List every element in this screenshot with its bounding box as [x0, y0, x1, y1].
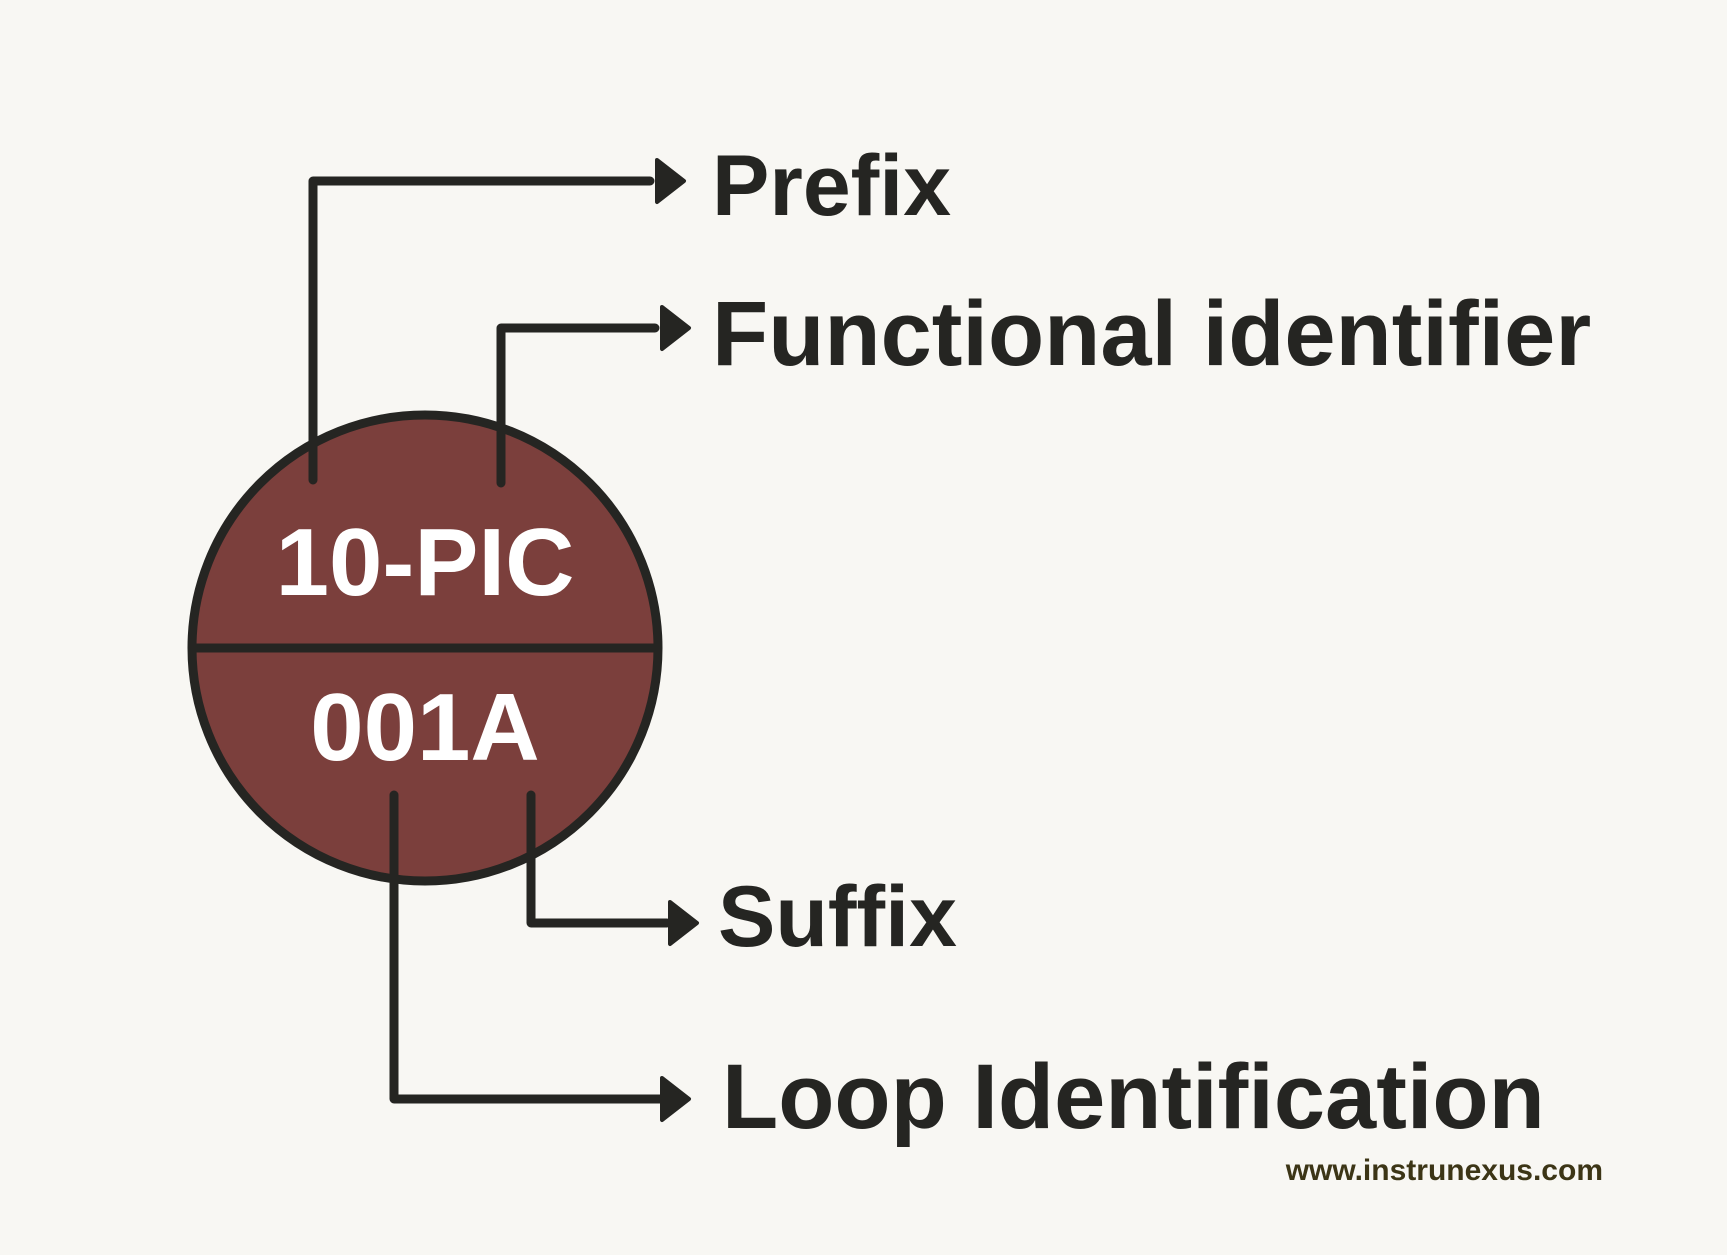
suffix-leader-line — [526, 790, 672, 928]
prefix-label: Prefix — [712, 138, 951, 234]
instrument-balloon: 10-PIC 001A — [187, 410, 663, 886]
website-url: www.instrunexus.com — [1285, 1154, 1603, 1187]
loop-identification-leader-line — [389, 790, 665, 1104]
suffix-arrowhead — [668, 900, 699, 946]
functional-identifier-arrowhead — [660, 305, 691, 351]
arrowheads — [655, 158, 699, 1122]
suffix-label: Suffix — [718, 869, 957, 965]
leader-lines — [308, 176, 672, 1104]
prefix-arrowhead — [655, 158, 686, 204]
tag-bottom-line: 001A — [310, 674, 540, 781]
loop-identification-label: Loop Identification — [722, 1046, 1545, 1148]
functional-identifier-leader-line — [496, 323, 660, 488]
prefix-leader-line — [308, 176, 655, 485]
loop-identification-arrowhead — [660, 1076, 691, 1122]
functional-identifier-label: Functional identifier — [712, 283, 1591, 385]
tag-top-line: 10-PIC — [276, 509, 575, 616]
